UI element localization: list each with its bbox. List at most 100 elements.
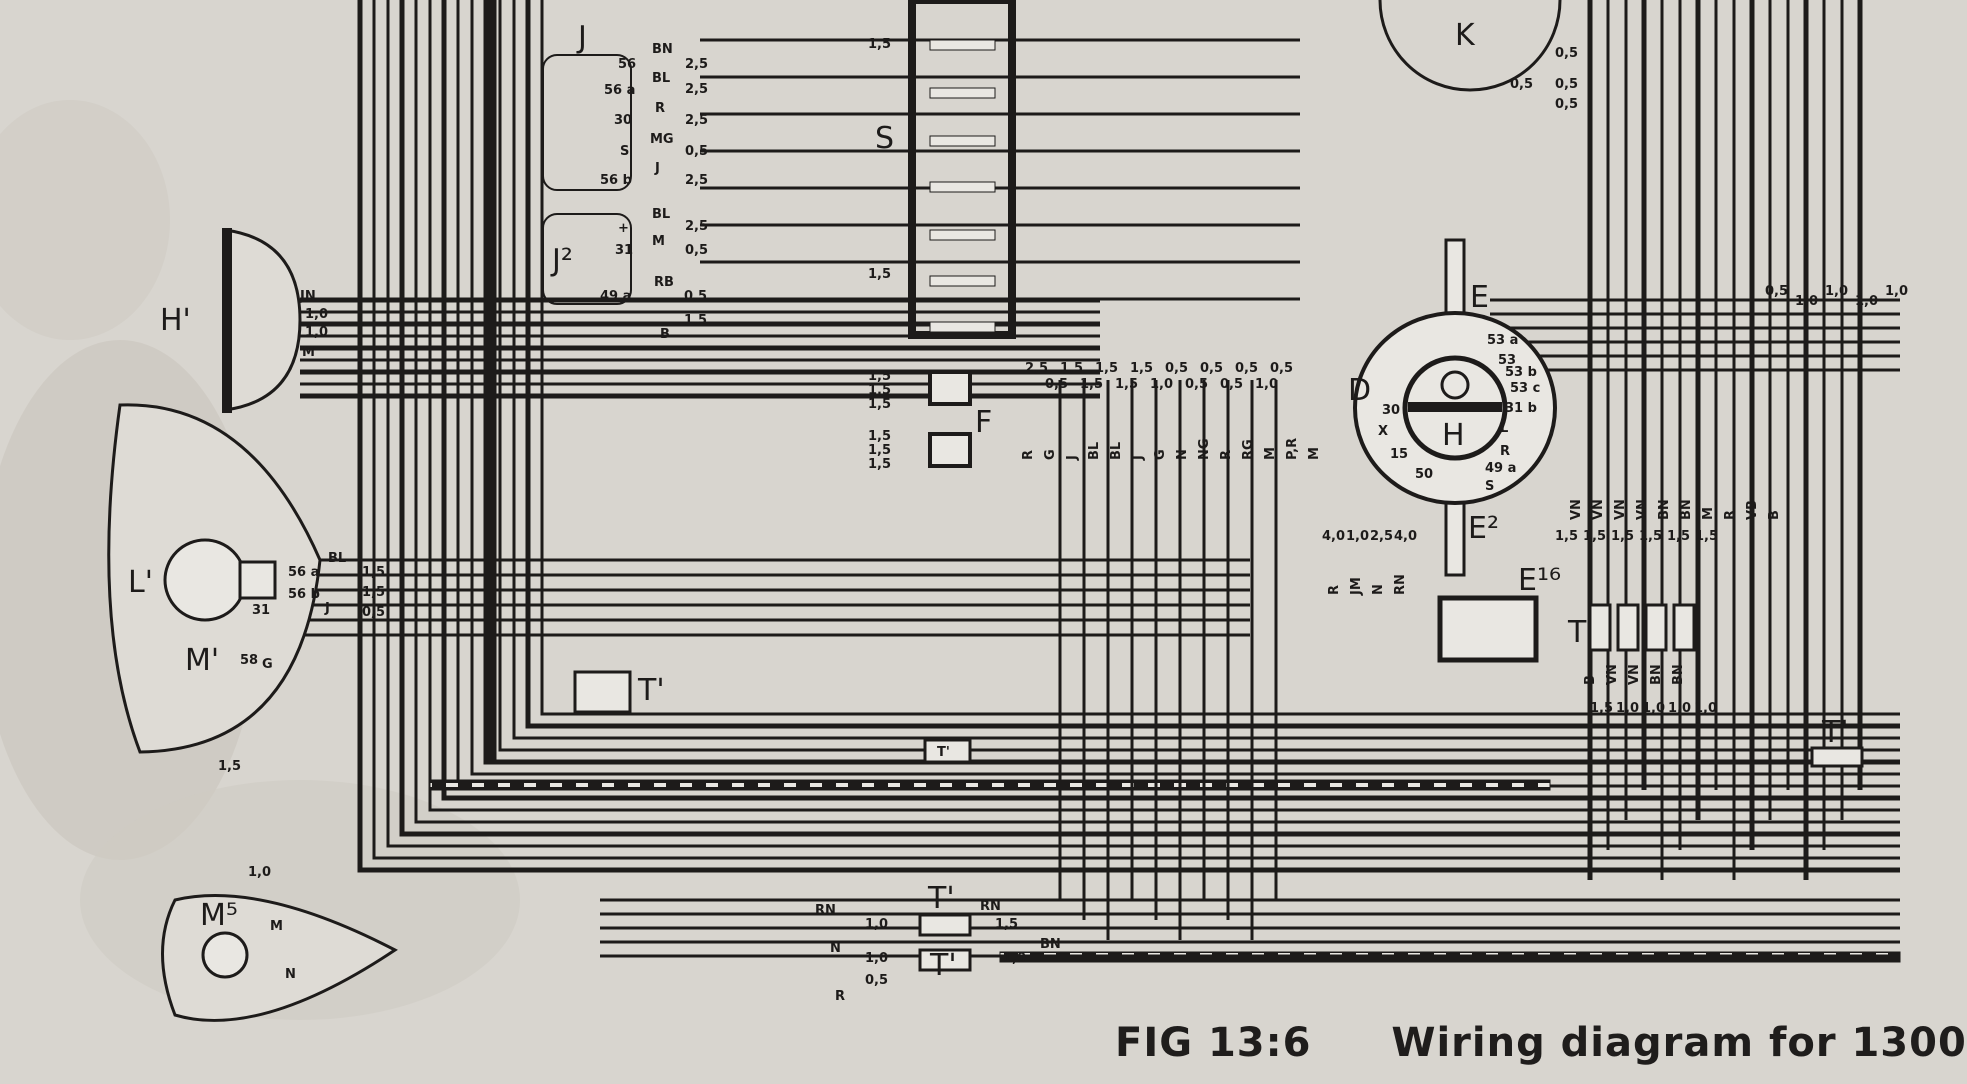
- k-size: 0,5: [1555, 97, 1578, 112]
- harness-color: M: [1307, 447, 1322, 460]
- ignition-top-size: 0,5: [1765, 284, 1788, 299]
- bottom-wire-size: 1,0: [865, 951, 888, 966]
- connector-t-size: 1,0: [1616, 701, 1639, 716]
- ignition-terminal: S: [1485, 479, 1494, 494]
- wire: [498, 0, 1900, 752]
- relay-j-color: J: [654, 161, 660, 176]
- switch-f-label: F: [975, 405, 992, 440]
- wire: [441, 0, 1900, 801]
- ignition-bottom-size: 4,0: [1322, 529, 1345, 544]
- harness-color: M: [1263, 447, 1278, 460]
- headlamp-h1: H': [160, 228, 302, 413]
- headlamp-l1-label: L': [128, 565, 153, 600]
- ignition-h-label: H: [1442, 418, 1465, 453]
- ignition-bottom-size: 1,0: [1346, 529, 1369, 544]
- harness-color: P,R: [1285, 438, 1300, 460]
- bottom-wire-color: N: [830, 941, 841, 956]
- k-size: 0,5: [1555, 46, 1578, 61]
- ignition-bottom-size: 2,5: [1370, 529, 1393, 544]
- ignition-d-label: D: [1348, 373, 1371, 408]
- bottom-wire-color: R: [835, 989, 845, 1004]
- wire: [372, 0, 1900, 860]
- l1-term: 56 b: [288, 587, 320, 602]
- ignition-right-color: VN: [1569, 499, 1584, 520]
- l1-term: 56 a: [288, 565, 319, 580]
- harness-color: G: [1153, 449, 1168, 460]
- ignition-bottom-color: R: [1327, 585, 1342, 595]
- bottom-wire-size: 0,5: [865, 973, 888, 988]
- harness-size: 2,5: [1025, 361, 1048, 376]
- ignition-e2-label: E²: [1468, 511, 1499, 546]
- connector-t1-right-label: T': [1821, 715, 1849, 750]
- relay-j-color: R: [655, 101, 665, 116]
- figure-caption: FIG 13:6 Wiring diagram for 1300: [1115, 1020, 1966, 1070]
- harness-size: 1,0: [1150, 377, 1173, 392]
- k-size: 0,5: [1555, 77, 1578, 92]
- relay-j2-label: J²: [550, 243, 573, 278]
- wire: [512, 0, 1900, 740]
- wiper-motor-m5: M⁵: [161, 894, 398, 1022]
- ignition-bottom-size: 4,0: [1394, 529, 1417, 544]
- ignition-terminal: L: [1500, 421, 1508, 436]
- ignition-terminal: 49 a: [1485, 461, 1516, 476]
- wire: [428, 0, 1900, 812]
- relay-j2-color: RB: [654, 275, 674, 290]
- l1-size: 1,5: [362, 585, 385, 600]
- relay-j: J: [542, 20, 632, 191]
- l1-term: G: [262, 657, 273, 672]
- ignition-top-size: 1,0: [1825, 284, 1848, 299]
- wire: [399, 0, 1900, 837]
- l1-color: BL: [328, 551, 346, 566]
- relay-j-terminal: 56 b: [600, 173, 632, 188]
- harness-color: R: [1219, 450, 1234, 460]
- relay-j2-color: B: [660, 327, 670, 342]
- relay-j-terminal: S: [620, 144, 629, 159]
- harness-color: J: [1065, 455, 1080, 461]
- figure-number: FIG 13:6: [1115, 1020, 1312, 1066]
- figure-title: Wiring diagram for 1300: [1391, 1020, 1967, 1066]
- relay-j-terminal: 30: [614, 113, 632, 128]
- wire: [386, 0, 1900, 848]
- component-k-label: K: [1455, 18, 1476, 53]
- ignition-switch-e: E D H E²: [1348, 238, 1557, 577]
- l1-term: 58: [240, 653, 258, 668]
- relay-j-label: J: [576, 20, 587, 55]
- fuse-box-s: S: [875, 0, 1016, 339]
- ignition-terminal: 53 a: [1487, 333, 1518, 348]
- wiper-color: M: [270, 919, 283, 934]
- harness-color: J: [1131, 455, 1146, 461]
- bottom-wire-color: RN: [980, 899, 1001, 914]
- connector-t1-bottom-a: T': [918, 881, 972, 937]
- wire: [470, 0, 1900, 776]
- harness-color: BL: [1087, 442, 1102, 460]
- bottom-wire-size: 1,0: [1003, 951, 1026, 966]
- wiper-size: 1,5: [218, 759, 241, 774]
- wiper-m5-label: M⁵: [200, 898, 238, 933]
- relay-j-terminal: 56 a: [604, 83, 635, 98]
- wire: [483, 0, 1900, 765]
- harness-size: 1,5: [1115, 377, 1138, 392]
- connector-t-color: VN: [1627, 664, 1642, 685]
- ignition-e-label: E: [1470, 280, 1489, 315]
- harness-size: 0,5: [1200, 361, 1223, 376]
- wiper-size: 1,0: [248, 865, 271, 880]
- motor-m1-label: M': [185, 643, 219, 678]
- ignition-terminal: 53 c: [1510, 381, 1540, 396]
- relay-j2-color: M: [652, 234, 665, 249]
- f-size: 1,5: [868, 369, 891, 384]
- relay-j-size: 2,5: [685, 173, 708, 188]
- harness-size: 0,5: [1165, 361, 1188, 376]
- relay-j2-terminal: 49 a: [600, 289, 631, 304]
- component-e16-label: E¹⁶: [1518, 563, 1561, 598]
- ignition-terminal: R: [1500, 444, 1510, 459]
- f-size: 1,5: [868, 383, 891, 398]
- h1-size: 1,0: [305, 325, 328, 340]
- bottom-wire-color: RN: [815, 903, 836, 918]
- relay-j2-size: 2,5: [685, 219, 708, 234]
- ignition-right-size: 1,5: [1695, 529, 1718, 544]
- harness-size: 0,5: [1185, 377, 1208, 392]
- harness-size: 1,5: [1080, 377, 1103, 392]
- connector-t1-right: T': [1810, 715, 1864, 768]
